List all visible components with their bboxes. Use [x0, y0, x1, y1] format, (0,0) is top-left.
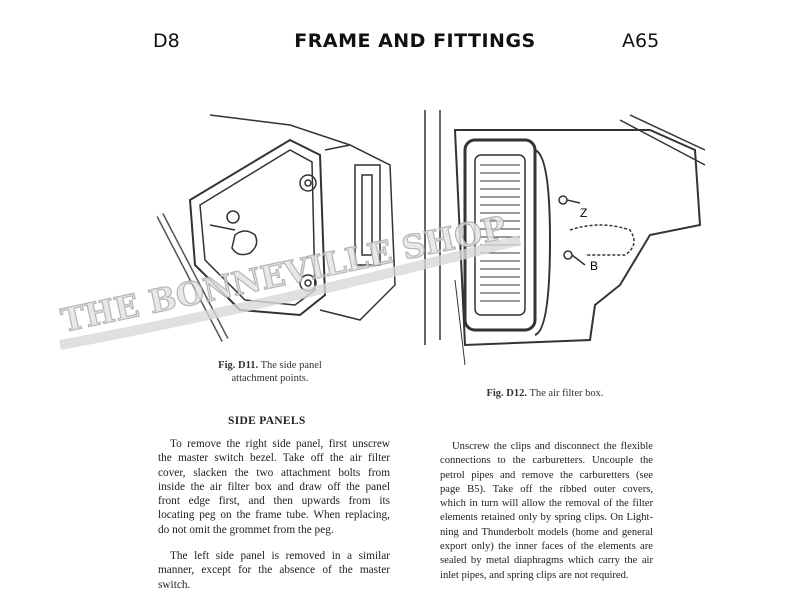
text-line: The left side panel is removed in a simi…	[170, 550, 390, 563]
right-column-text: Unscrew the clips and disconnect the fle…	[440, 440, 653, 583]
page-code: A65	[622, 30, 660, 52]
watermark-text: THE BONNEVILLE SHOP	[58, 208, 510, 339]
text-line: which in turn will allow the removal of …	[440, 498, 653, 510]
watermark: THE BONNEVILLE SHOP	[57, 208, 522, 350]
text-line: connections to the carburetters. Uncoupl…	[440, 455, 653, 467]
text-line: inlet pipes, and spring clips are not re…	[440, 569, 629, 581]
caption-text-2: attachment points.	[231, 373, 309, 384]
callout-z: Z	[580, 206, 587, 220]
text-line: inside the air filter box and draw off t…	[158, 480, 390, 493]
text-line: the master switch bezel. Take off the ai…	[158, 452, 390, 465]
text-line: do not omit the grommet from the peg.	[158, 523, 334, 536]
text-line: manner, except for the absence of the ma…	[158, 564, 390, 577]
text-line: elements retained only by spring clips. …	[440, 512, 653, 524]
text-line: page B5). Take off the ribbed outer cove…	[440, 483, 653, 495]
caption-text: The air filter box.	[529, 388, 604, 399]
figure-d11-caption: Fig. D11. The side panel attachment poin…	[190, 359, 350, 385]
text-line: ning and Thunderbolt models (home and ge…	[440, 526, 653, 538]
callout-b: B	[590, 259, 598, 273]
text-line: cover, slacken the two attachment bolts …	[158, 466, 390, 479]
figure-label: Fig. D11.	[218, 360, 259, 371]
text-line: locating peg on the frame tube. When rep…	[158, 509, 390, 522]
left-column-text: To remove the right side panel, first un…	[158, 437, 390, 592]
text-line: front edge first, and then upwards from …	[158, 495, 390, 508]
figure-d12-air-filter-drawing: Z B	[424, 110, 706, 366]
text-line: Unscrew the clips and disconnect the fle…	[452, 441, 653, 452]
section-number: D8	[153, 30, 180, 52]
figure-d12-caption: Fig. D12. The air filter box.	[440, 387, 650, 400]
page-title: FRAME AND FITTINGS	[294, 30, 536, 52]
figure-label: Fig. D12.	[486, 388, 528, 399]
text-line: switch.	[158, 578, 191, 591]
section-heading: SIDE PANELS	[228, 415, 306, 427]
caption-text: The side panel	[260, 360, 322, 371]
text-line: petrol pipes and remove the carburetters…	[440, 469, 653, 481]
text-line: sealed by metal diaphragms which carry t…	[440, 555, 653, 567]
text-line: export only) the inner faces of the elem…	[440, 541, 653, 553]
text-line: To remove the right side panel, first un…	[170, 438, 390, 450]
